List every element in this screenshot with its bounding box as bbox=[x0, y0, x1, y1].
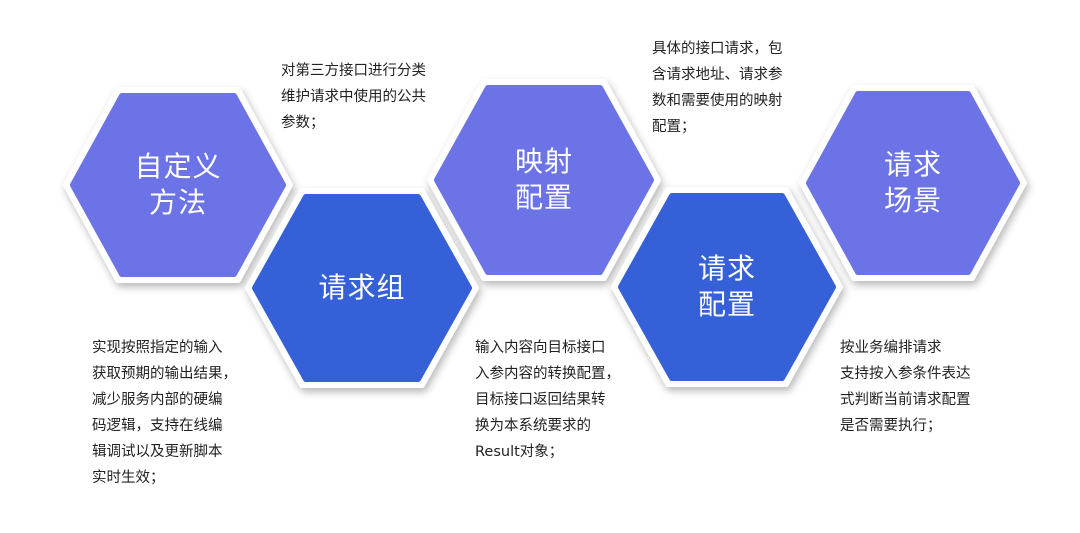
hexagon-shape bbox=[63, 87, 293, 283]
hex-request-config: 请求 配置 bbox=[610, 186, 844, 388]
hexagon-shape bbox=[799, 85, 1027, 281]
description-request-scenario: 按业务编排请求 支持按入参条件表达 式判断当前请求配置 是否需要执行； bbox=[840, 340, 971, 434]
description-mapping-config: 输入内容向目标接口 入参内容的转换配置， 目标接口返回结果转 换为本系统要求的 … bbox=[475, 340, 620, 460]
hex-custom-method: 自定义 方法 bbox=[62, 86, 294, 284]
hexagon-shape bbox=[245, 188, 479, 388]
hex-label: 请求 场景 bbox=[883, 148, 942, 217]
hex-request-scenario: 请求 场景 bbox=[798, 84, 1028, 282]
description-custom-method: 实现按照指定的输入 获取预期的输出结果， 减少服务内部的硬编 码逻辑，支持在线编… bbox=[92, 340, 237, 486]
hex-request-group: 请求组 bbox=[244, 187, 480, 389]
hex-label: 自定义 方法 bbox=[134, 150, 222, 219]
hex-label: 请求 配置 bbox=[697, 252, 756, 321]
description-request-config: 具体的接口请求，包 含请求地址、请求参 数和需要使用的映射 配置； bbox=[652, 41, 783, 135]
hex-mapping-config: 映射 配置 bbox=[426, 78, 662, 282]
hex-label: 请求组 bbox=[318, 271, 406, 304]
hexagon-shape bbox=[611, 187, 843, 387]
hexagon-shape bbox=[427, 79, 661, 281]
hex-label: 映射 配置 bbox=[514, 145, 573, 214]
description-request-group: 对第三方接口进行分类 维护请求中使用的公共 参数； bbox=[281, 63, 426, 131]
